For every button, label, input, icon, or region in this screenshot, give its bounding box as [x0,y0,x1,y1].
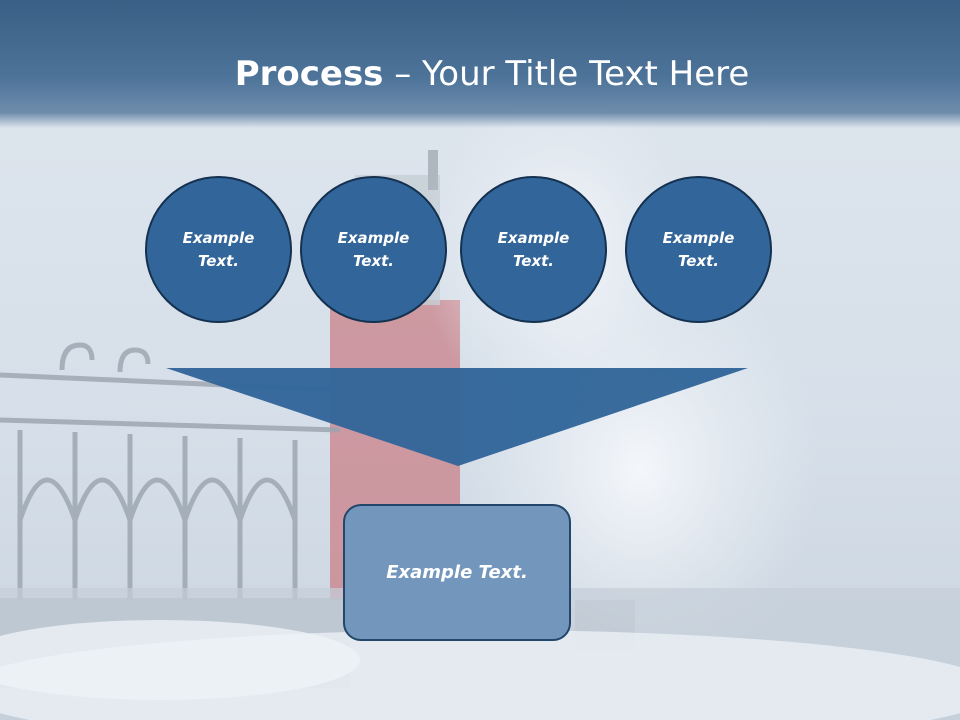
title-bold: Process [234,54,384,94]
result-text: Example Text. [386,562,528,583]
result-box[interactable]: Example Text. [343,504,571,641]
slide-title: Process – Your Title Text Here [0,52,960,96]
title-band [0,0,960,128]
title-rest: – Your Title Text Here [383,54,750,94]
